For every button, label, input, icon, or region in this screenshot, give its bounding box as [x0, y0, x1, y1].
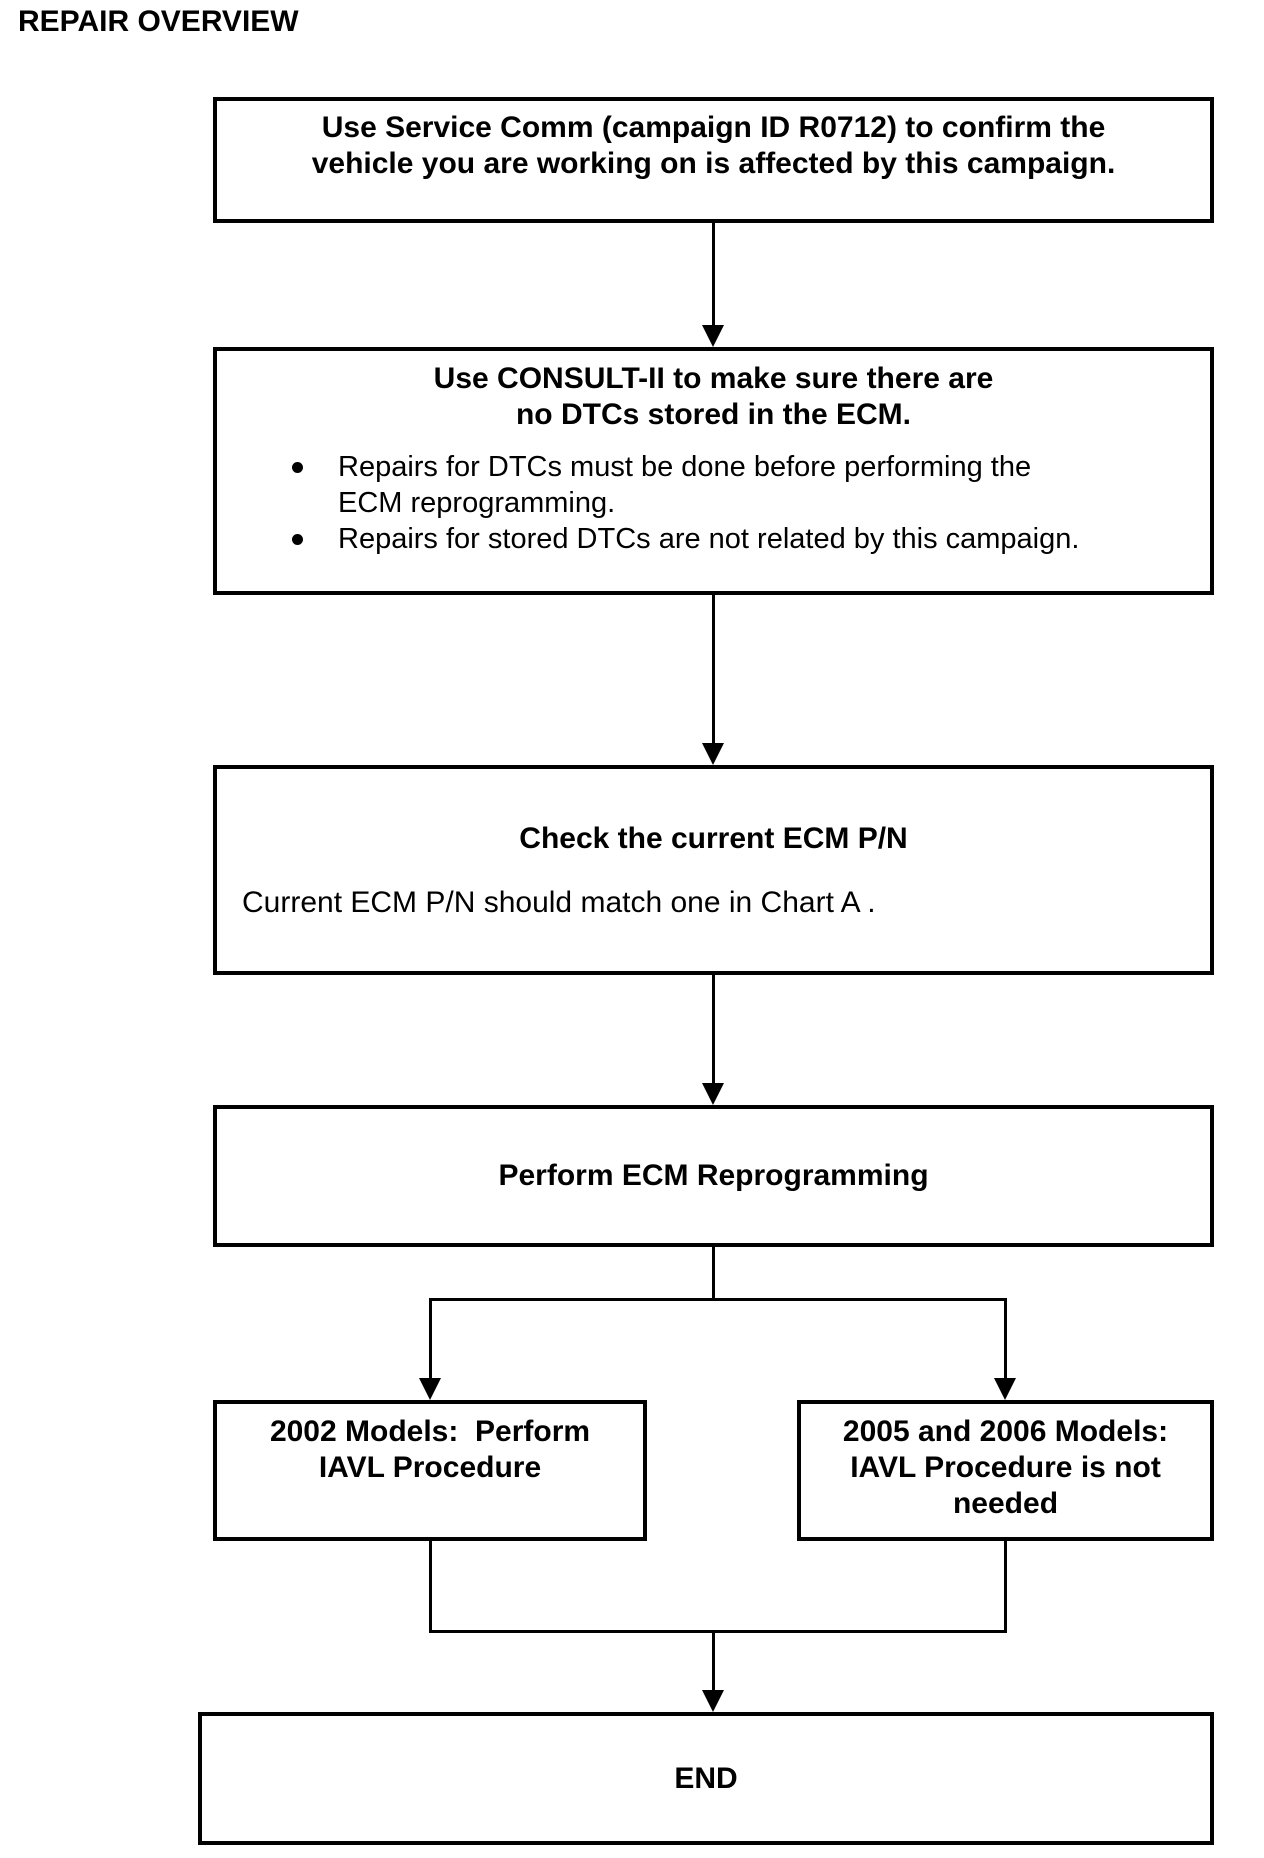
bullet-text: Repairs for stored DTCs are not related … — [338, 523, 1080, 555]
arrow-down-icon — [702, 743, 724, 765]
flowchart-box-step3: Check the current ECM P/N Current ECM P/… — [213, 765, 1214, 975]
step2-bullet-list: Repairs for DTCs must be done before per… — [217, 449, 1210, 557]
flowchart-box-step2: Use CONSULT-II to make sure there are no… — [213, 347, 1214, 595]
arrow-down-icon — [702, 1690, 724, 1712]
flowchart-box-step1: Use Service Comm (campaign ID R0712) to … — [213, 97, 1214, 223]
bullet-item: Repairs for stored DTCs are not related … — [292, 521, 1198, 557]
arrow-down-icon — [994, 1378, 1016, 1400]
branch-2002-text: 2002 Models: Perform IAVL Procedure — [269, 1415, 591, 1484]
split-connector-bar — [429, 1298, 1007, 1301]
split-connector-right-line — [1004, 1298, 1007, 1380]
bullet-text: Repairs for DTCs must be done before per… — [338, 451, 1032, 519]
end-text: END — [674, 1761, 738, 1795]
step1-text: Use Service Comm (campaign ID R0712) to … — [311, 111, 1116, 180]
flowchart-box-branch-2005-2006: 2005 and 2006 Models: IAVL Procedure is … — [797, 1400, 1214, 1541]
step3-heading: Check the current ECM P/N — [519, 822, 908, 855]
branch-2005-2006-text: 2005 and 2006 Models: IAVL Procedure is … — [842, 1415, 1169, 1520]
flowchart-box-end: END — [198, 1712, 1214, 1845]
step4-text: Perform ECM Reprogramming — [498, 1159, 929, 1192]
bullet-item: Repairs for DTCs must be done before per… — [292, 449, 1198, 521]
flowchart-box-branch-2002: 2002 Models: Perform IAVL Procedure — [213, 1400, 647, 1541]
connector-step1-step2-line — [712, 223, 715, 327]
bullet-dot-icon — [292, 462, 303, 473]
arrow-down-icon — [702, 325, 724, 347]
arrow-down-icon — [419, 1378, 441, 1400]
merge-connector-left-line — [429, 1541, 432, 1633]
merge-connector-right-line — [1004, 1541, 1007, 1633]
step2-heading: Use CONSULT-II to make sure there are no… — [433, 362, 994, 431]
step3-body: Current ECM P/N should match one in Char… — [242, 886, 876, 919]
connector-step3-step4-line — [712, 975, 715, 1085]
merge-connector-stem — [712, 1630, 715, 1692]
flowchart-box-step4: Perform ECM Reprogramming — [213, 1105, 1214, 1247]
page-title: REPAIR OVERVIEW — [18, 5, 299, 38]
split-connector-stem — [712, 1247, 715, 1301]
arrow-down-icon — [702, 1083, 724, 1105]
split-connector-left-line — [429, 1298, 432, 1380]
bullet-dot-icon — [292, 534, 303, 545]
connector-step2-step3-line — [712, 595, 715, 745]
merge-connector-bar — [429, 1630, 1007, 1633]
